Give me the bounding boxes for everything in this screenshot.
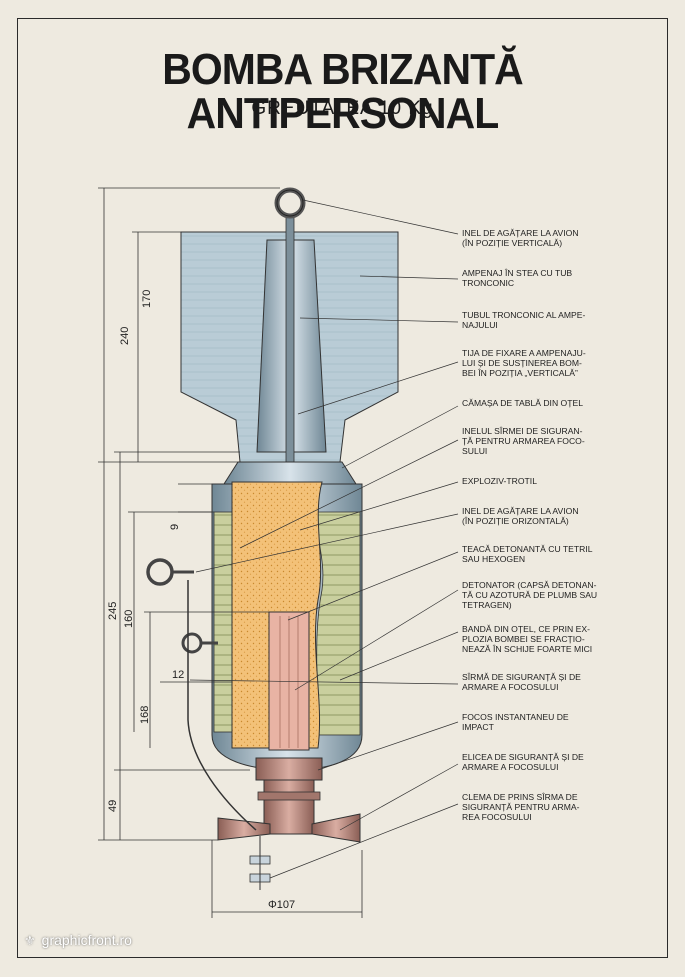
dim-12: 12 <box>172 669 184 681</box>
label-ring-horizontal: INEL DE AGĂȚARE LA AVION(ÎN POZIȚIE ORIZ… <box>462 506 579 526</box>
label-safety-wire-ring: INELUL SÎRMEI DE SIGURAN-ȚĂ PENTRU ARMAR… <box>462 426 585 456</box>
dim-240: 240 <box>119 327 131 345</box>
dimension-lines <box>98 187 363 918</box>
safety-wire <box>187 580 257 831</box>
safety-wire-ring <box>181 632 203 654</box>
dim-107: Φ107 <box>268 899 295 911</box>
leader-lines <box>189 199 459 879</box>
label-ring-vertical: INEL DE AGĂȚARE LA AVION(ÎN POZIȚIE VERT… <box>462 228 579 248</box>
dim-9: 9 <box>169 524 181 530</box>
label-detonator: DETONATOR (CAPSĂ DETONAN-TĂ CU AZOTURĂ D… <box>462 580 597 610</box>
impact-fuze <box>255 757 323 781</box>
label-steel-jacket: CĂMAȘA DE TABLĂ DIN OȚEL <box>462 398 583 408</box>
dim-168: 168 <box>139 706 151 724</box>
body-shoulder <box>223 461 357 485</box>
page-title: BOMBA BRIZANTĂ ANTIPERSONAL <box>162 45 523 138</box>
label-fixing-rod: TIJA DE FIXARE A AMPENAJU-LUI ȘI DE SUSȚ… <box>462 348 586 378</box>
dim-49: 49 <box>107 800 119 812</box>
dim-170: 170 <box>141 290 153 308</box>
watermark-logo-icon: ⚜ <box>24 933 36 948</box>
label-explosive: EXPLOZIV-TROTIL <box>462 476 537 486</box>
label-conical-tube: TUBUL TRONCONIC AL AMPE-NAJULUI <box>462 310 585 330</box>
page-subtitle: GREUTATEA 10 Kg <box>251 98 434 119</box>
fixing-rod <box>285 213 295 475</box>
hanging-ring-horizontal <box>146 558 174 586</box>
dim-245: 245 <box>107 602 119 620</box>
poster-frame <box>17 18 668 958</box>
watermark: ⚜ graphicfront.ro <box>24 932 132 949</box>
steel-band-left <box>213 511 235 733</box>
steel-band-right <box>315 511 361 736</box>
safety-propeller <box>217 817 271 841</box>
watermark-text: graphicfront.ro <box>41 932 132 948</box>
label-steel-band: BANDĂ DIN OȚEL, CE PRIN EX-PLOZIA BOMBEI… <box>462 624 592 654</box>
dim-160: 160 <box>123 610 135 628</box>
